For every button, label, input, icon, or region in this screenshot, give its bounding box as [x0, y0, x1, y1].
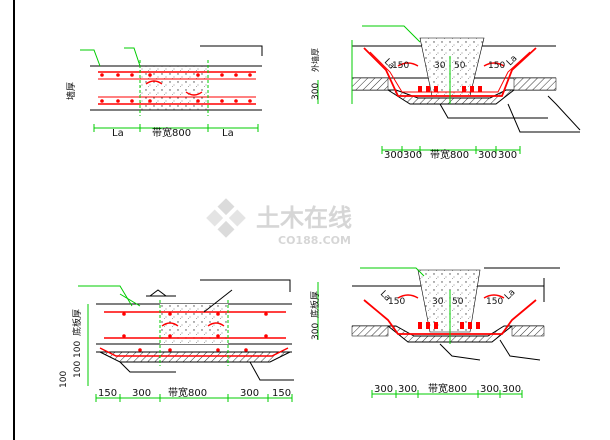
detail-b-dim-2: 300 — [403, 150, 422, 161]
detail-a-dim-2: 带宽800 — [152, 126, 191, 139]
detail-d-angle-3: 30 — [432, 297, 444, 307]
detail-a-side-label: 墙厚 — [65, 82, 77, 100]
detail-c-side-label: 底板厚 — [71, 309, 83, 336]
detail-c-thickness-2: 100 — [73, 361, 83, 378]
detail-b-dim-1: 300 — [384, 150, 403, 161]
watermark-logo-icon — [206, 198, 246, 238]
detail-c-dim-4: 300 — [240, 388, 259, 399]
detail-b-angle-3: 30 — [434, 61, 446, 71]
detail-c-thickness-1: 100 — [73, 341, 83, 358]
detail-c-dim-2: 300 — [132, 388, 151, 399]
detail-b-thickness: 300 — [311, 83, 321, 100]
detail-a-dim-3: La — [222, 128, 234, 139]
detail-d-angle-5: 150 — [486, 297, 503, 307]
detail-d-angle-2: 150 — [388, 297, 405, 307]
detail-d-angle-4: 50 — [452, 297, 464, 307]
detail-c-dim-1: 150 — [98, 388, 117, 399]
detail-d-side-label: 底板厚 — [309, 291, 321, 318]
detail-d-angle-6: La — [503, 288, 518, 303]
detail-b-dim-3: 带宽800 — [430, 148, 469, 161]
detail-b-dim-5: 300 — [498, 150, 517, 161]
detail-d-dim-4: 300 — [480, 384, 499, 395]
detail-d-dim-3: 带宽800 — [428, 382, 467, 395]
detail-b-side-label: 外墙厚 — [310, 48, 320, 72]
detail-d-thickness: 300 — [311, 323, 321, 340]
detail-d-dim-1: 300 — [374, 384, 393, 395]
detail-c-slab-section — [78, 279, 294, 402]
detail-b-angle-2: 150 — [392, 61, 409, 71]
detail-b-wall-section — [317, 25, 581, 154]
watermark-brand: 土木在线 — [256, 204, 352, 232]
detail-b-dim-4: 300 — [478, 150, 497, 161]
detail-c-dim-5: 150 — [272, 388, 291, 399]
detail-b-angle-5: 150 — [488, 61, 505, 71]
detail-c-dim-3: 带宽800 — [168, 386, 207, 399]
detail-d-dim-2: 300 — [398, 384, 417, 395]
detail-b-angle-4: 50 — [454, 61, 466, 71]
detail-d-slab-section — [317, 267, 560, 398]
watermark: 土木在线 CO188.COM — [206, 198, 352, 247]
detail-a-dim-1: La — [112, 128, 124, 139]
detail-a-wall-plan — [80, 45, 263, 132]
watermark-domain: CO188.COM — [278, 234, 351, 247]
detail-c-thickness-3: 100 — [59, 371, 69, 388]
detail-d-dim-5: 300 — [502, 384, 521, 395]
